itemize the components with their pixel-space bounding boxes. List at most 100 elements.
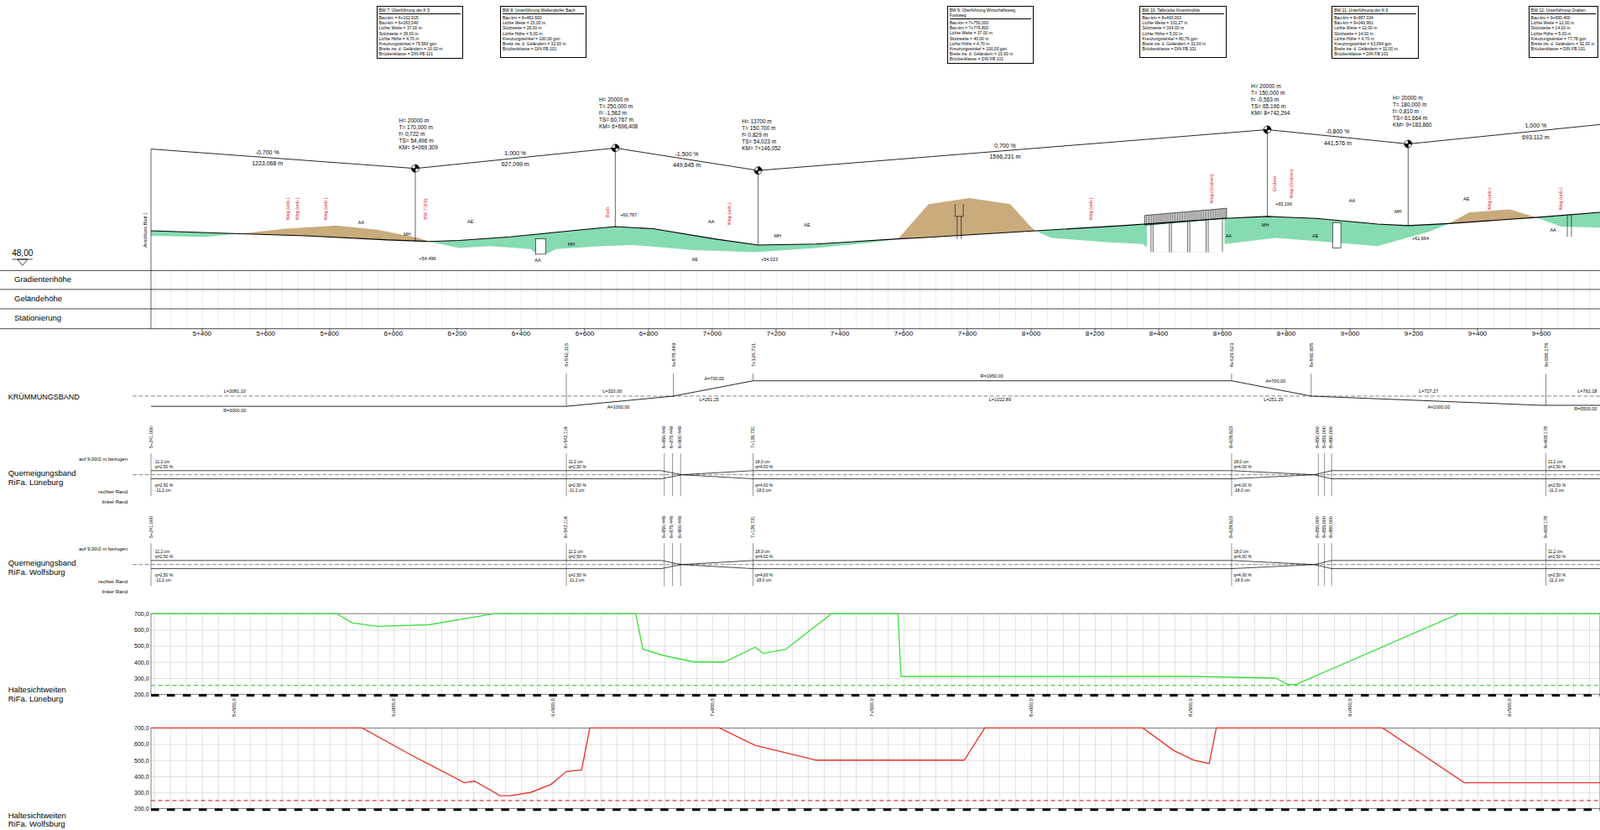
curve-parameter: f= 0,829 m	[741, 132, 768, 139]
datum-label: 48,00	[11, 249, 33, 258]
chart-title: Haltesichtweiten	[8, 812, 67, 821]
sight-distance-chart	[151, 727, 1600, 808]
station-label: 7+800	[958, 330, 977, 338]
superelevation-band	[132, 474, 1600, 475]
profile-marker: AA	[1549, 228, 1556, 234]
station-marker: 9+608,178	[1543, 425, 1549, 448]
station-marker: 5+241,000	[149, 515, 155, 537]
crossing-road-label: Weg (Graben)	[1209, 174, 1215, 204]
box-row: Stützweite = 334,00 m	[1141, 25, 1224, 31]
box-row: Bau-km = 7+776,800	[949, 25, 1032, 31]
slope-value: -18,0 cm	[755, 578, 772, 583]
curve-parameter: TS= 65,196 m	[1250, 104, 1286, 110]
grade-length: 693,112 m	[1521, 133, 1550, 140]
slope-value: 11,2 cm	[155, 548, 170, 553]
station-label: 9+000	[1340, 330, 1360, 338]
station-marker: 6+850,449	[661, 515, 668, 537]
axis-label: 6+000,0	[390, 698, 397, 717]
crossing-road-label: Weg (unb.)	[295, 198, 301, 221]
curvature-band	[151, 380, 1600, 407]
curve-parameter: TS= 61,664 m	[1392, 115, 1428, 122]
box-row: Lichte Höhe = 5,00 m	[1141, 31, 1224, 37]
box-row: Bau-km = 7+750,000	[949, 20, 1032, 26]
profile-marker: +65,196	[1275, 203, 1293, 209]
superelevation-band	[132, 563, 1600, 565]
station-marker: 7+126,731	[750, 425, 756, 448]
station-label: 7+200	[766, 330, 786, 338]
box-row: Bau-km = 6+102,915	[379, 15, 461, 21]
box-heading: BW 12: Unterführung Graben	[1531, 7, 1596, 15]
box-row: Brückenklasse = DIN FB 101	[502, 46, 584, 52]
profile-marker: +61,664	[1412, 236, 1429, 242]
structure-info-box: BW 8: Unterführung Wellendorfer BachBau-…	[500, 5, 587, 58]
station-marker: 8+850,000	[1316, 425, 1322, 448]
curvature-label: L=727,27	[1418, 389, 1439, 395]
structure-symbol	[1567, 213, 1572, 237]
terrain-fill	[897, 198, 1036, 240]
slope-value: q=2,50 %	[155, 482, 173, 487]
station-label: 7+400	[830, 330, 850, 338]
curvature-label: A=700,00	[703, 377, 725, 383]
slope-value: q=2,50 %	[155, 464, 173, 470]
curvature-label: A=2000,00	[1427, 405, 1450, 411]
station-label: 8+800	[1276, 330, 1296, 338]
box-row: Bau-km = 9+040,961	[1334, 20, 1416, 26]
curve-parameter: H= 20000 m	[1392, 95, 1423, 102]
station-label: 6+600	[575, 330, 595, 338]
superelevation-band	[151, 560, 1600, 569]
datum-symbol	[17, 259, 28, 266]
box-row: Breite zw. d. Geländern = 10,00 m	[379, 46, 461, 52]
curve-parameter: TS= 54,023 m	[741, 139, 777, 146]
slope-value: q=2,50 %	[568, 464, 586, 470]
axis-label: 300,0	[134, 789, 150, 796]
row-header: Stationierung	[14, 314, 62, 324]
vertex-symbol	[411, 164, 420, 172]
station-label: 6+400	[511, 330, 531, 338]
sight-distance-chart	[151, 684, 1600, 686]
profile-marker: AE	[467, 219, 474, 225]
superelevation-band	[151, 542, 1547, 586]
profile-marker: AE	[692, 257, 699, 263]
box-row: Kreuzungswinkel = 79,583 gon	[379, 41, 461, 47]
axis-label: 400,0	[134, 658, 150, 665]
crossing-road-label: Bach	[605, 207, 611, 219]
station-marker: 8+629,623	[1229, 515, 1235, 537]
curve-parameter: H= 13700 m	[741, 118, 772, 125]
curvature-band	[566, 373, 1547, 407]
grade-label: 1,000 %	[1525, 122, 1548, 129]
profile-marker: +60,767	[620, 213, 637, 219]
band-title: KRÜMMUNGSBAND	[8, 393, 80, 402]
box-row: Bau-km = 6+063,540	[379, 20, 461, 26]
station-marker: 6+542,116	[563, 426, 569, 449]
slope-value: q=2,50 %	[568, 572, 586, 577]
datum-symbol	[12, 258, 33, 260]
slope-value: q=4,00 %	[1233, 572, 1251, 577]
slope-value: q=4,00 %	[755, 464, 773, 470]
slope-value: q=4,00 %	[1233, 464, 1251, 470]
axis-label: 8+000,0	[1028, 698, 1034, 717]
band-title: RiFa. Wolfsburg	[8, 568, 66, 578]
slope-value: -11,2 cm	[568, 578, 584, 583]
box-row: Bau-km = 8+997,034	[1334, 15, 1416, 21]
crossing-road-label: Weg (unb.)	[1089, 198, 1095, 221]
band-title: Querneigungsband	[8, 469, 77, 479]
structure-info-box: BW 11: Unterführung der K 6Bau-km = 8+99…	[1331, 5, 1418, 59]
curvature-label: L=792,18	[1577, 389, 1597, 395]
slope-value: 18,0 cm	[1233, 548, 1249, 553]
vertex-symbol	[1263, 125, 1272, 134]
profile-marker: MH	[1394, 209, 1402, 215]
curvature-label: A=1000,00	[607, 406, 631, 412]
superelevation-band	[132, 453, 1600, 586]
slope-value: q=4,00 %	[755, 554, 773, 559]
slope-value: 11,2 cm	[155, 458, 170, 464]
sight-distance-chart	[151, 727, 1600, 796]
station-marker: 6+542,116	[563, 343, 569, 367]
profile-marker: AE	[803, 223, 810, 229]
curvature-label: L=320,00	[602, 389, 622, 395]
crossing-road-label: Weg (unb.)	[1558, 187, 1564, 211]
band-note: rechter Rand	[98, 578, 128, 584]
crossing-road-label: Weg (Graben)	[1289, 169, 1295, 199]
station-label: 8+000	[1021, 330, 1041, 338]
slope-value: -18,0 cm	[755, 488, 772, 493]
